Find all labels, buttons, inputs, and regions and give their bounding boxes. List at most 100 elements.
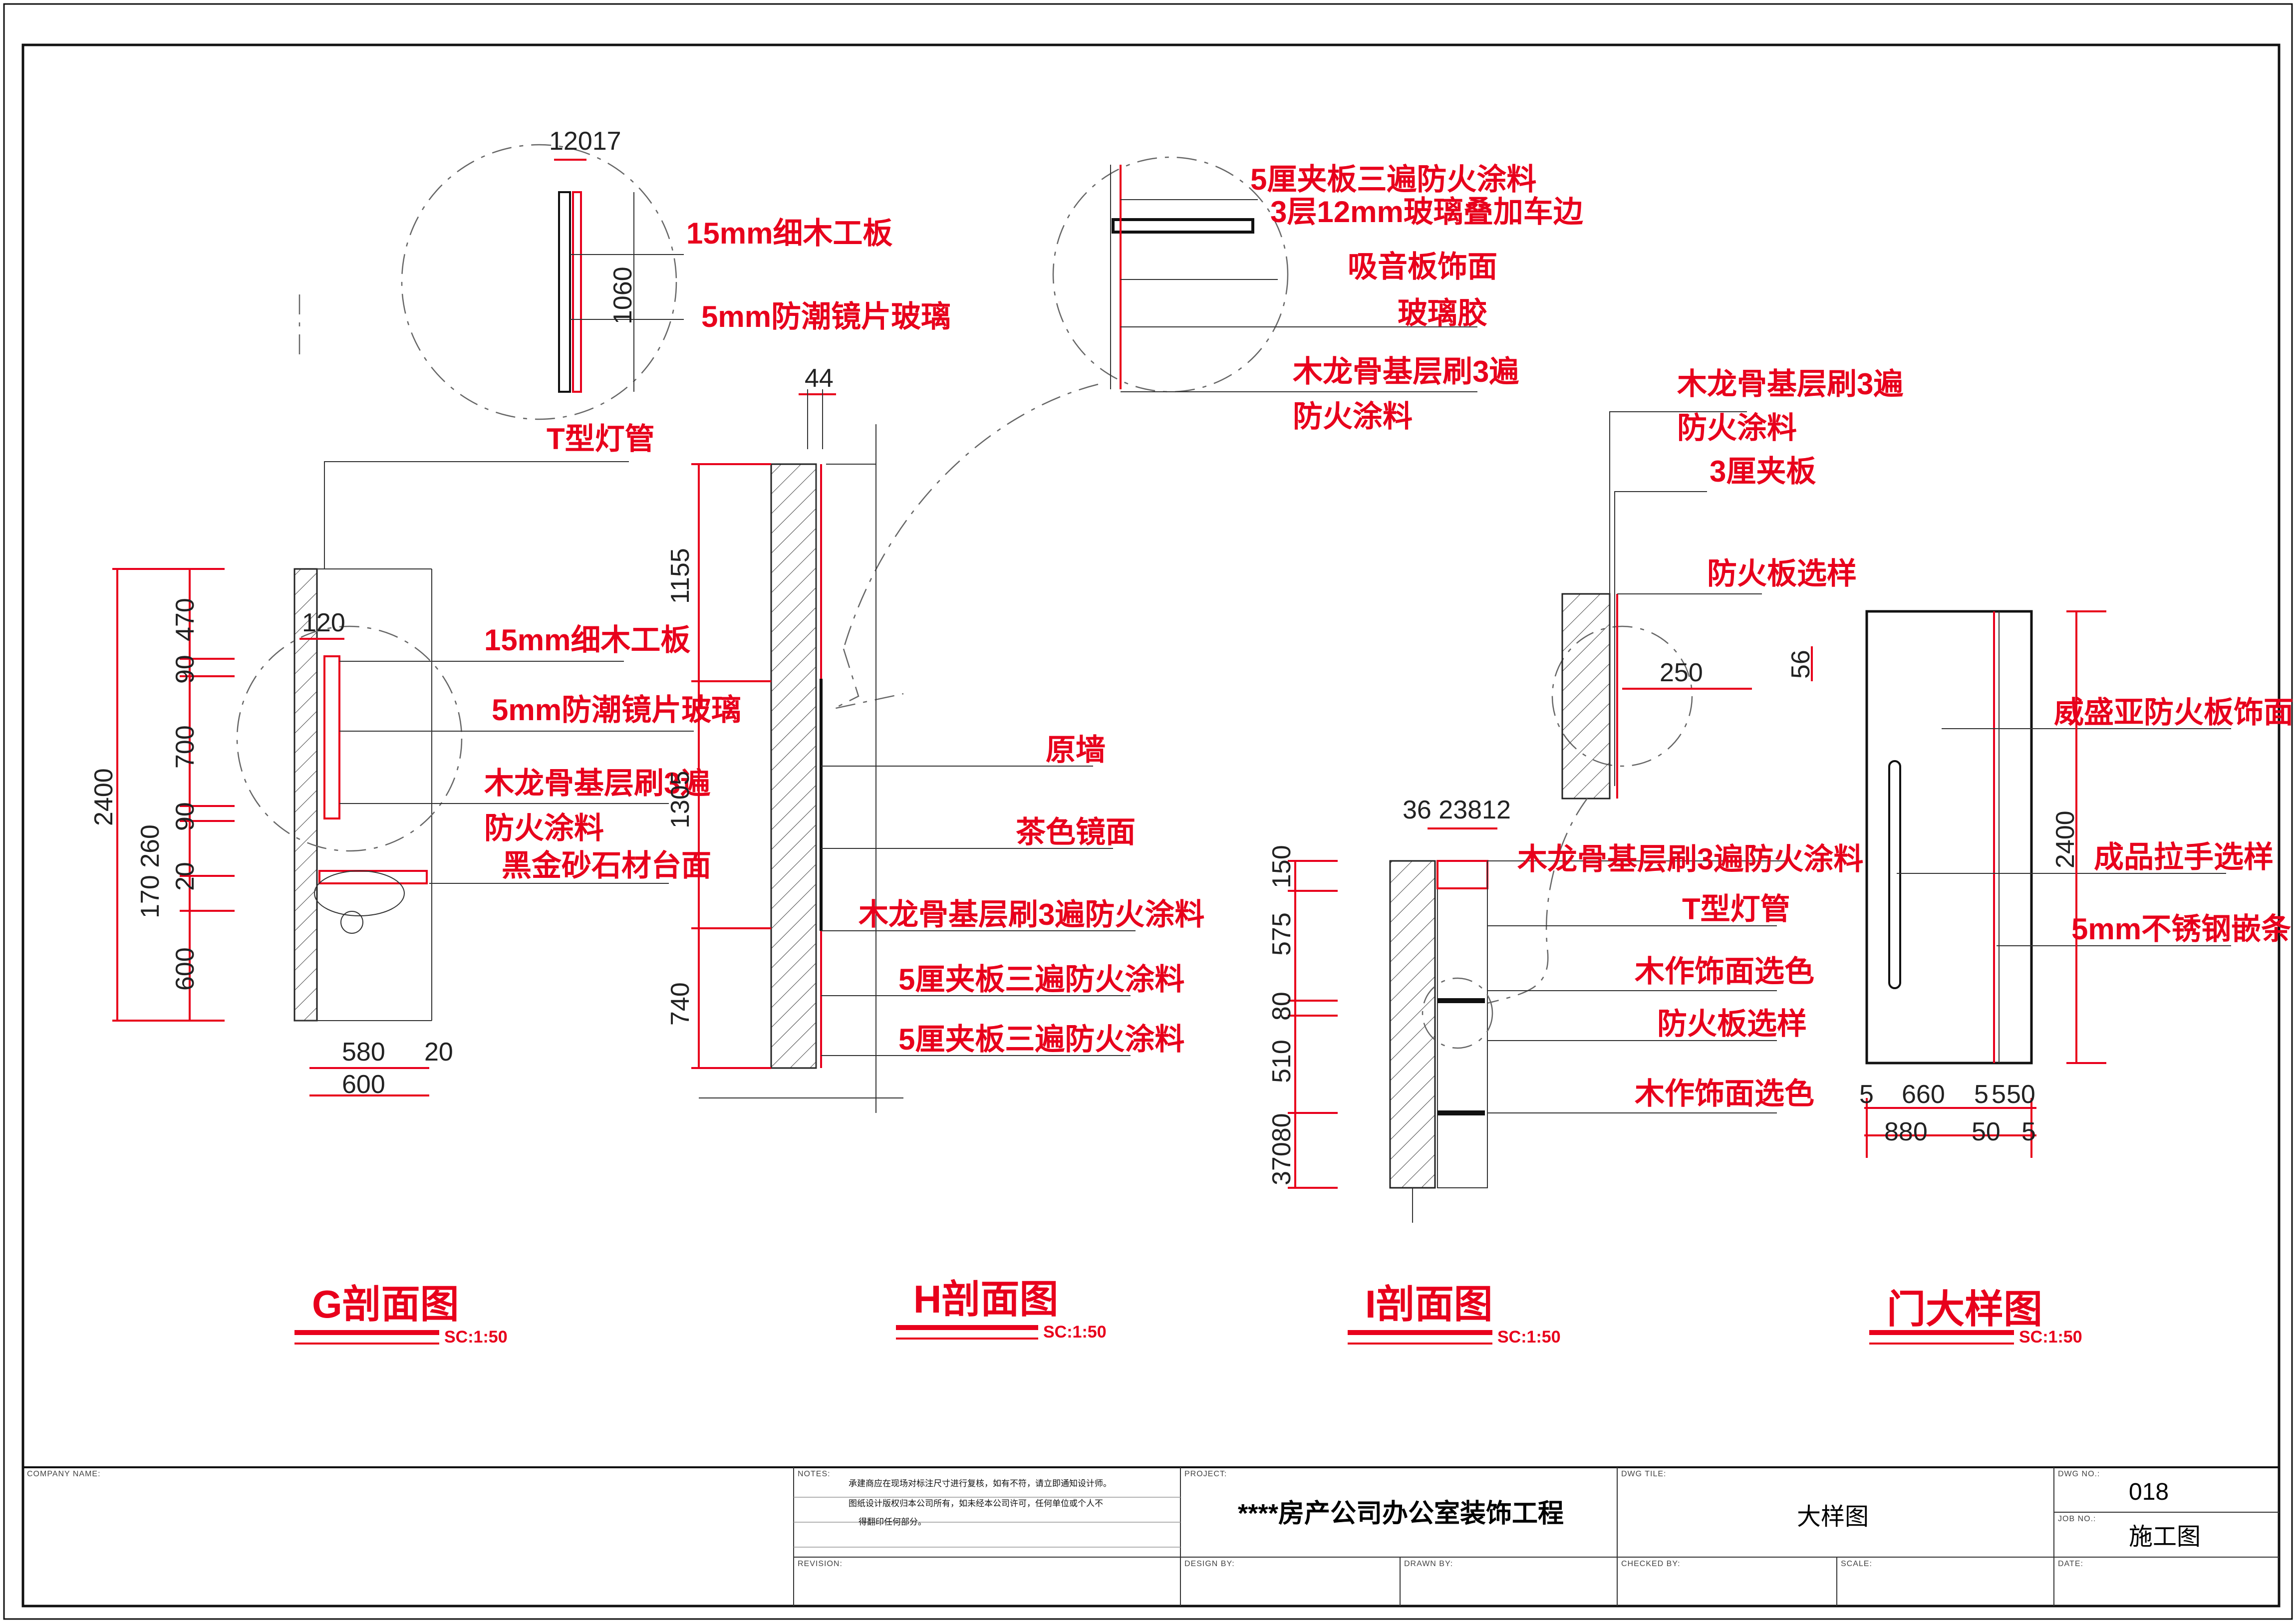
section-g-dim-580: 580: [342, 1038, 385, 1067]
section-i-detail-circle: [1551, 625, 1693, 767]
drawn-by-label: DRAWN BY:: [1404, 1560, 1453, 1568]
section-h-callout-arc: [843, 383, 1099, 649]
section-i-detail-label-1: 木龙骨基层刷3遍: [1677, 367, 1903, 401]
door-dim-5-d: 5: [2021, 1117, 2036, 1146]
door-label-2: 成品拉手选样: [2094, 840, 2274, 874]
section-g-label-1: 15mm细木工板: [484, 623, 690, 657]
section-h-dim-top: 44: [805, 364, 834, 393]
section-i-detail-label-4: 防火板选样: [1707, 557, 1857, 590]
job-no: 施工图: [2129, 1524, 2201, 1550]
section-i-cabinet: [1437, 860, 1488, 1188]
dwg-title: 大样图: [1797, 1504, 1869, 1530]
section-h-title: H剖面图: [913, 1277, 1058, 1321]
section-h-label-5: 5厘夹板三遍防火涂料: [898, 1023, 1184, 1056]
section-i-detail-label-2: 防火涂料: [1677, 411, 1797, 445]
section-i-wall: [1389, 860, 1436, 1189]
section-h-detail-label-1: 5厘夹板三遍防火涂料: [1250, 163, 1536, 196]
section-i-label-4: 防火板选样: [1657, 1007, 1807, 1041]
revision-label: REVISION:: [798, 1560, 843, 1568]
section-i-lamp-box: [1436, 860, 1488, 889]
door-panel: [1865, 610, 2033, 1065]
section-i-detail-marker: [1422, 977, 1493, 1049]
section-g-detail-dim-side: 1060: [608, 267, 637, 324]
door-dim-5-c: 5: [1992, 1080, 2006, 1109]
door-title: 门大样图: [1887, 1287, 2042, 1331]
section-i-detail-dim-56: 56: [1786, 650, 1815, 679]
section-g-counter: [318, 870, 428, 884]
dwg-title-label: DWG TILE:: [1621, 1470, 1667, 1478]
door-dim-5-b: 5: [1974, 1080, 1989, 1109]
door-dim-880: 880: [1884, 1117, 1928, 1146]
section-h-detail-label-6: 防火涂料: [1293, 400, 1413, 433]
company-name-label: COMPANY NAME:: [27, 1470, 101, 1478]
section-h-label-2: 茶色镜面: [1016, 815, 1136, 849]
section-g-detail-label-2: 5mm防潮镜片玻璃: [701, 300, 951, 333]
note-2-continued: 得翻印任何部分。: [859, 1517, 926, 1527]
section-g-dim-90-b: 90: [171, 802, 200, 831]
section-i-label-3: 木作饰面选色: [1635, 955, 1814, 988]
section-i-dim-top: 36 23812: [1403, 796, 1511, 824]
section-i-dim-80: 80: [1267, 992, 1296, 1021]
door-label-1: 威盛亚防火板饰面: [2054, 696, 2294, 729]
section-g-dim-600: 600: [171, 947, 200, 991]
section-g-detail-panel: [558, 191, 571, 393]
section-g-scale: SC:1:50: [444, 1328, 508, 1347]
section-i-dim-575: 575: [1267, 912, 1296, 956]
door-scale: SC:1:50: [2019, 1328, 2082, 1347]
dwg-no-label: DWG NO.:: [2058, 1470, 2100, 1478]
section-i-label-1: 木龙骨基层刷3遍防火涂料: [1517, 842, 1863, 876]
section-i-title: I剖面图: [1365, 1282, 1493, 1326]
section-h-detail-label-5: 木龙骨基层刷3遍: [1293, 355, 1519, 388]
project-name: ****房产公司办公室装饰工程: [1238, 1499, 1564, 1528]
sheet-outer-border: [3, 3, 2293, 1620]
section-i-detail-dim-250: 250: [1660, 658, 1703, 687]
note-1-text: 承建商应在现场对标注尺寸进行复核，如有不符，请立即通知设计师。: [849, 1479, 1112, 1488]
section-i-dim-510: 510: [1267, 1040, 1296, 1083]
section-h-detail-label-4: 玻璃胶: [1398, 296, 1487, 330]
section-g-dim-20-bottom: 20: [424, 1038, 453, 1067]
section-i-scale: SC:1:50: [1497, 1328, 1561, 1347]
section-h-detail-glass: [1112, 218, 1254, 234]
section-g-detail-label-1: 15mm细木工板: [686, 217, 892, 250]
section-h-dim-1155: 1155: [666, 548, 695, 604]
section-h-detail-label-3: 吸音板饰面: [1348, 250, 1497, 283]
dwg-no: 018: [2129, 1479, 2169, 1505]
section-i-detail-label-3: 3厘夹板: [1710, 455, 1816, 488]
door-handle: [1888, 760, 1901, 989]
section-h-label-4: 5厘夹板三遍防火涂料: [898, 963, 1184, 996]
section-g-dim-90-a: 90: [171, 655, 200, 684]
section-i-callout-arc: [1487, 798, 1588, 1004]
section-g-dim-2400: 2400: [89, 768, 118, 826]
section-g-label-2: 5mm防潮镜片玻璃: [492, 693, 741, 727]
door-dim-50-b: 50: [1972, 1117, 2001, 1146]
section-i-label-5: 木作饰面选色: [1635, 1077, 1814, 1110]
title-block: COMPANY NAME: NOTES: 承建商应在现场对标注尺寸进行复核，如有…: [23, 1466, 2279, 1606]
notes-label: NOTES:: [798, 1470, 831, 1478]
section-g-label-4: 防火涂料: [484, 812, 604, 845]
section-h-dim-740: 740: [666, 982, 695, 1026]
section-h: 5厘夹板三遍防火涂料 3层12mm玻璃叠加车边 吸音板饰面 玻璃胶 木龙骨基层刷…: [666, 156, 1583, 1342]
note-2-text: 图纸设计版权归本公司所有，如未经本公司许可，任何单位或个人不: [849, 1499, 1103, 1508]
section-g-lamp-label: T型灯管: [547, 422, 655, 456]
section-g-basin: [314, 870, 405, 916]
section-h-detail-circle: [1052, 156, 1289, 393]
section-g: 12017 1060 15mm细木工板 5mm防潮镜片玻璃 T型灯管 15mm细…: [89, 127, 951, 1347]
section-g-dim-20: 20: [171, 862, 200, 891]
door-label-3: 5mm不锈钢嵌条: [2071, 912, 2291, 946]
section-i-dim-37080: 37080: [1267, 1113, 1296, 1185]
section-g-dim-470: 470: [171, 598, 200, 641]
date-label: DATE:: [2058, 1560, 2083, 1568]
checked-by-label: CHECKED BY:: [1621, 1560, 1681, 1568]
section-g-title: G剖面图: [312, 1282, 459, 1326]
section-h-wall: [770, 463, 817, 1069]
section-g-dim-600-bottom: 600: [342, 1070, 385, 1099]
section-g-dim-170-260: 170 260: [136, 824, 165, 918]
section-g-detail-mirror: [572, 191, 582, 393]
design-by-label: DESIGN BY:: [1184, 1560, 1235, 1568]
section-g-label-5: 黑金砂石材台面: [502, 849, 711, 882]
door-dim-50-a: 50: [2007, 1080, 2035, 1109]
section-g-mirror: [323, 655, 340, 819]
section-g-label-3: 木龙骨基层刷3遍: [484, 767, 710, 800]
section-h-label-1: 原墙: [1046, 733, 1106, 767]
